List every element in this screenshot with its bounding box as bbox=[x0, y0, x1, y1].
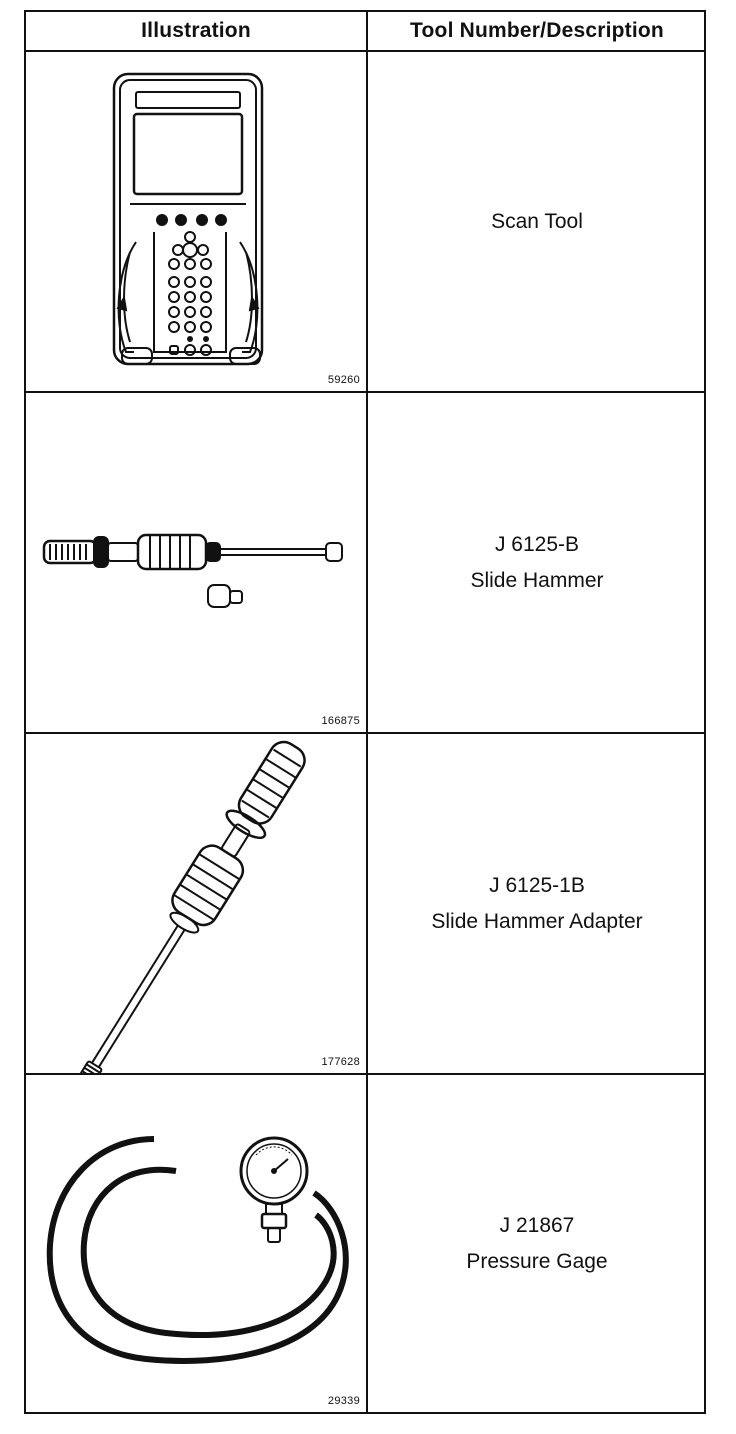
table-row: 29339 J 21867 Pressure Gage bbox=[26, 1075, 704, 1412]
tool-description-cell: J 6125-1B Slide Hammer Adapter bbox=[368, 734, 706, 1073]
figure-number: 29339 bbox=[327, 1395, 360, 1407]
pressure-gage-illustration: 29339 bbox=[26, 1075, 366, 1412]
header-tool-number-description: Tool Number/Description bbox=[410, 19, 664, 42]
table-header: Illustration Tool Number/Description bbox=[26, 12, 704, 52]
slide-hammer-drawing bbox=[42, 533, 343, 608]
slide-hammer-illustration: 166875 bbox=[26, 393, 366, 732]
tool-number: J 21867 bbox=[499, 1213, 575, 1237]
scan-tool-illustration: 59260 bbox=[26, 52, 366, 391]
tool-description: Slide Hammer bbox=[470, 568, 604, 592]
tool-number: J 6125-1B bbox=[489, 873, 585, 897]
table-row: 166875 J 6125-B Slide Hammer bbox=[26, 393, 704, 734]
figure-number: 59260 bbox=[327, 374, 360, 386]
tool-description-cell: Scan Tool bbox=[368, 52, 706, 391]
pressure-gage-drawing bbox=[46, 1136, 349, 1364]
tool-description: Scan Tool bbox=[491, 209, 583, 233]
tool-description: Pressure Gage bbox=[466, 1249, 608, 1273]
figure-number: 177628 bbox=[321, 1056, 360, 1068]
tool-description: Slide Hammer Adapter bbox=[431, 909, 643, 933]
special-tools-table: Illustration Tool Number/Description bbox=[24, 10, 706, 1414]
tool-description-cell: J 21867 Pressure Gage bbox=[368, 1075, 706, 1412]
column-divider bbox=[366, 12, 368, 1412]
header-illustration: Illustration bbox=[141, 19, 251, 42]
tool-number: J 6125-B bbox=[494, 532, 580, 556]
slide-hammer-adapter-illustration: 177628 bbox=[26, 734, 366, 1073]
scan-tool-drawing bbox=[112, 72, 264, 366]
tool-description-cell: J 6125-B Slide Hammer bbox=[368, 393, 706, 732]
slide-hammer-adapter-drawing bbox=[79, 740, 306, 1073]
figure-number: 166875 bbox=[321, 715, 360, 727]
table-row: 59260 Scan Tool bbox=[26, 52, 704, 393]
table-row: 177628 J 6125-1B Slide Hammer Adapter bbox=[26, 734, 704, 1075]
